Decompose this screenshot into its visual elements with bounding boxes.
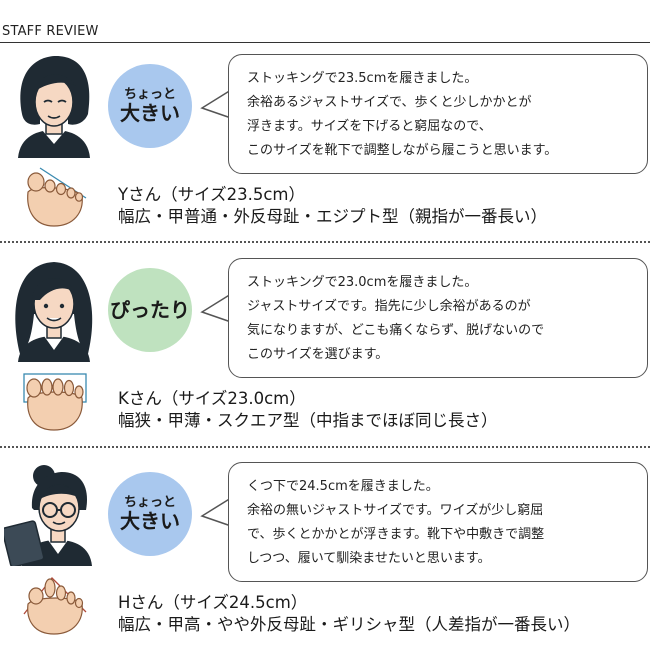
comment-line: このサイズを靴下で調整しながら履こうと思います。 bbox=[247, 143, 558, 158]
foot-type: 幅広・甲普通・外反母趾・エジプト型（親指が一番長い） bbox=[118, 207, 547, 226]
fit-badge-main: ぴったり bbox=[110, 297, 190, 322]
review-card: ちょっと 大きい くつ下で24.5cmを履きました。 余裕の無いジャストサイズで… bbox=[0, 452, 650, 652]
comment-line: ストッキングで23.5cmを履きました。 bbox=[247, 71, 478, 86]
speech-bubble-tail bbox=[200, 293, 232, 323]
comment-line: ストッキングで23.0cmを履きました。 bbox=[247, 275, 478, 290]
staff-name: Hさん（サイズ24.5cm） bbox=[118, 593, 308, 612]
review-card: ちょっと 大きい ストッキングで23.5cmを履きました。 余裕あるジャストサイ… bbox=[0, 44, 650, 244]
staff-name: Yさん（サイズ23.5cm） bbox=[118, 185, 305, 204]
staff-name: Kさん（サイズ23.0cm） bbox=[118, 389, 306, 408]
comment-line: このサイズを選びます。 bbox=[247, 347, 389, 362]
comment-line: しつつ、履いて馴染ませたいと思います。 bbox=[247, 551, 491, 566]
comment-bubble: ストッキングで23.5cmを履きました。 余裕あるジャストサイズで、歩くと少しか… bbox=[228, 54, 648, 174]
fit-badge-main: 大きい bbox=[120, 101, 180, 126]
comment-bubble: くつ下で24.5cmを履きました。 余裕の無いジャストサイズです。ワイズが少し窮… bbox=[228, 462, 648, 582]
comment-line: 余裕あるジャストサイズで、歩くと少しかかとが bbox=[247, 95, 532, 110]
section-divider bbox=[0, 241, 650, 243]
comment-bubble: ストッキングで23.0cmを履きました。 ジャストサイズです。指先に少し余裕があ… bbox=[228, 258, 648, 378]
comment-line: 気になりますが、どこも痛くならず、脱げないので bbox=[247, 323, 545, 338]
woman-bob-hair-icon bbox=[18, 56, 90, 158]
fit-badge-small: ちょっと bbox=[123, 494, 176, 510]
review-card: ぴったり ストッキングで23.0cmを履きました。 ジャストサイズです。指先に少… bbox=[0, 248, 650, 448]
comment-line: ジャストサイズです。指先に少し余裕があるのが bbox=[247, 299, 531, 314]
comment-line: くつ下で24.5cmを履きました。 bbox=[247, 479, 439, 494]
fit-badge: ちょっと 大きい bbox=[108, 64, 192, 148]
fit-badge: ぴったり bbox=[108, 268, 192, 352]
square-foot-icon bbox=[23, 373, 87, 431]
section-divider bbox=[0, 446, 650, 448]
comment-line: 浮きます。サイズを下げると窮屈なので、 bbox=[247, 119, 492, 134]
greek-foot-icon bbox=[23, 577, 87, 635]
woman-long-hair-icon bbox=[15, 262, 93, 362]
page-title: STAFF REVIEW bbox=[2, 24, 99, 39]
speech-bubble-tail bbox=[200, 89, 232, 119]
fit-badge-main: 大きい bbox=[120, 509, 180, 534]
comment-line: で、歩くとかかとが浮きます。靴下や中敷きで調整 bbox=[247, 527, 545, 542]
foot-type: 幅広・甲高・やや外反母趾・ギリシャ型（人差指が一番長い） bbox=[118, 615, 580, 634]
page-header: STAFF REVIEW bbox=[0, 0, 650, 43]
staff-profile: Yさん（サイズ23.5cm） 幅広・甲普通・外反母趾・エジプト型（親指が一番長い… bbox=[118, 184, 547, 228]
fit-badge-small: ちょっと bbox=[123, 86, 176, 102]
foot-type: 幅狭・甲薄・スクエア型（中指までほぼ同じ長さ） bbox=[118, 411, 498, 430]
fit-badge: ちょっと 大きい bbox=[108, 472, 192, 556]
comment-line: 余裕の無いジャストサイズです。ワイズが少し窮屈 bbox=[247, 503, 544, 518]
staff-profile: Hさん（サイズ24.5cm） 幅広・甲高・やや外反母趾・ギリシャ型（人差指が一番… bbox=[118, 592, 580, 636]
egyptian-foot-icon bbox=[27, 167, 87, 227]
speech-bubble-tail bbox=[200, 497, 232, 527]
woman-bun-glasses-icon bbox=[4, 465, 92, 566]
staff-profile: Kさん（サイズ23.0cm） 幅狭・甲薄・スクエア型（中指までほぼ同じ長さ） bbox=[118, 388, 498, 432]
